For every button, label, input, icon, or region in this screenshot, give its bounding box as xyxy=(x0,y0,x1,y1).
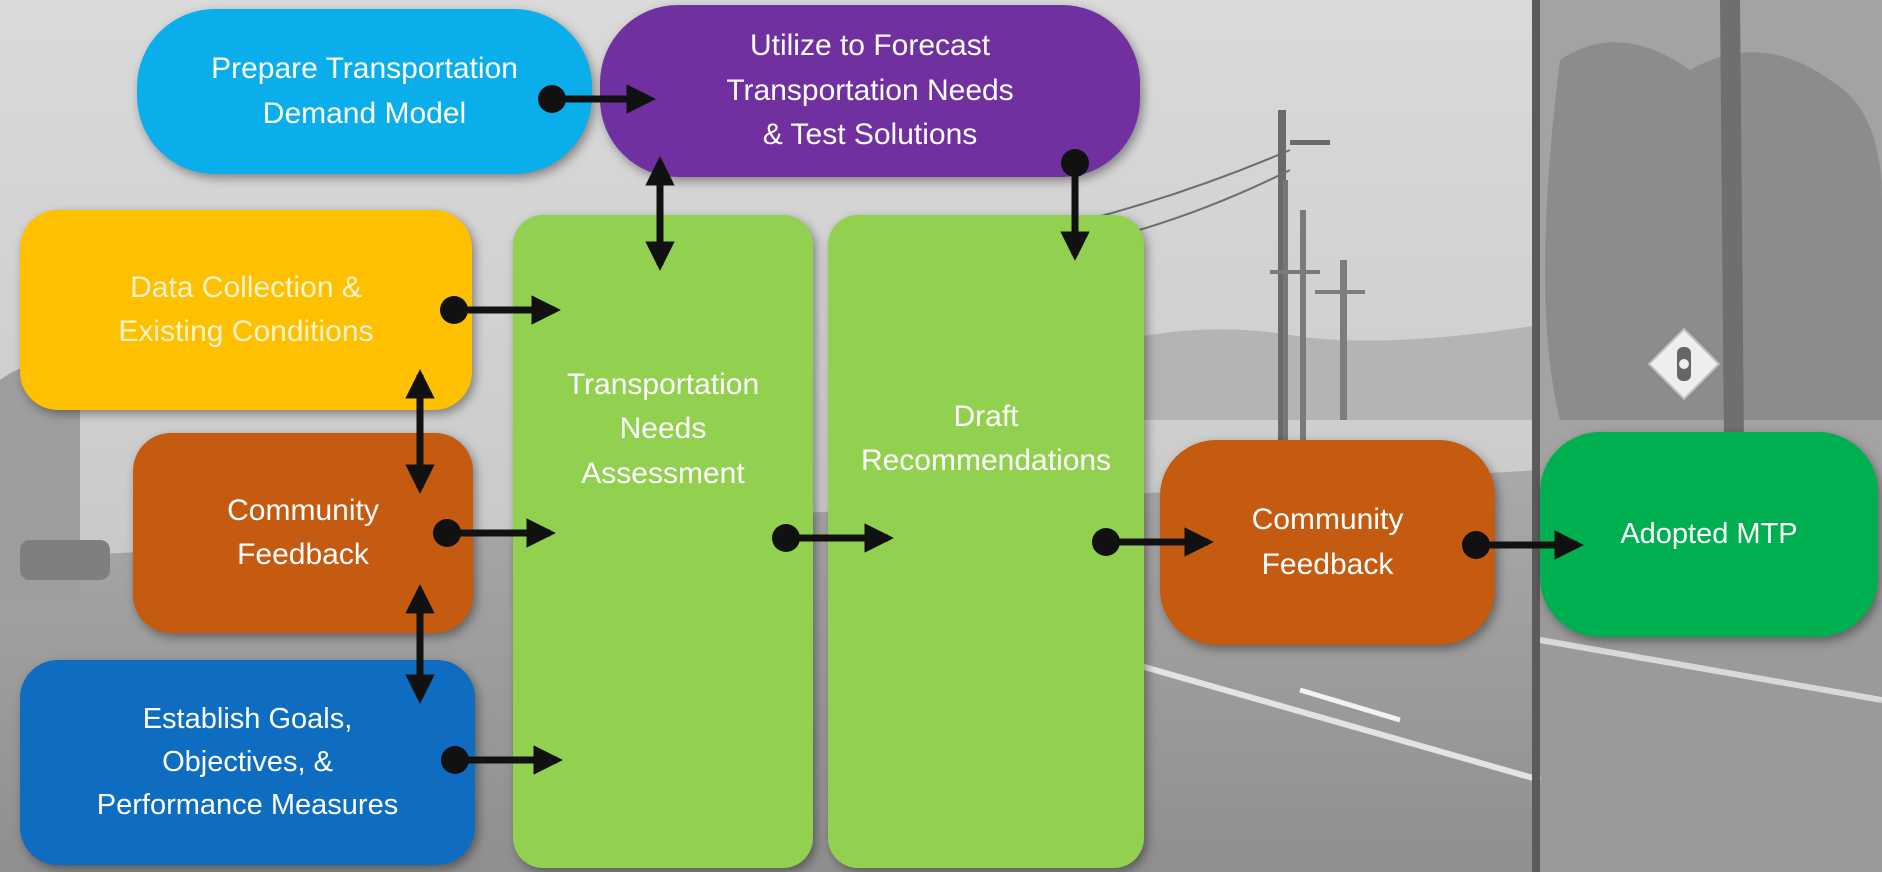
community-feedback-right-label: Community Feedback xyxy=(1251,503,1404,581)
prepare-model-label: Prepare Transportation Demand Model xyxy=(211,52,518,130)
forecast-node: Utilize to Forecast Transportation Needs… xyxy=(600,5,1140,177)
community-feedback-left-node: Community Feedback xyxy=(133,433,473,633)
section-divider xyxy=(1532,0,1540,872)
data-collection-node: Data Collection & Existing Conditions xyxy=(20,210,472,410)
goals-node: Establish Goals, Objectives, & Performan… xyxy=(20,660,475,865)
road-sign-icon xyxy=(1647,327,1721,401)
needs-assessment-node: Transportation Needs Assessment xyxy=(513,215,813,868)
forecast-label: Utilize to Forecast Transportation Needs… xyxy=(726,29,1014,152)
prepare-model-node: Prepare Transportation Demand Model xyxy=(137,9,592,174)
needs-assessment-label: Transportation Needs Assessment xyxy=(566,368,760,490)
goals-label: Establish Goals, Objectives, & Performan… xyxy=(96,703,399,821)
adopted-mtp-label: Adopted MTP xyxy=(1620,518,1798,551)
community-feedback-right-node: Community Feedback xyxy=(1160,440,1495,645)
data-collection-label: Data Collection & Existing Conditions xyxy=(118,270,374,348)
draft-recommendations-node: Draft Recommendations xyxy=(828,215,1144,868)
community-feedback-left-label: Community Feedback xyxy=(227,493,379,571)
adopted-mtp-node: Adopted MTP xyxy=(1540,432,1878,637)
draft-recommendations-label: Draft Recommendations xyxy=(860,400,1112,478)
